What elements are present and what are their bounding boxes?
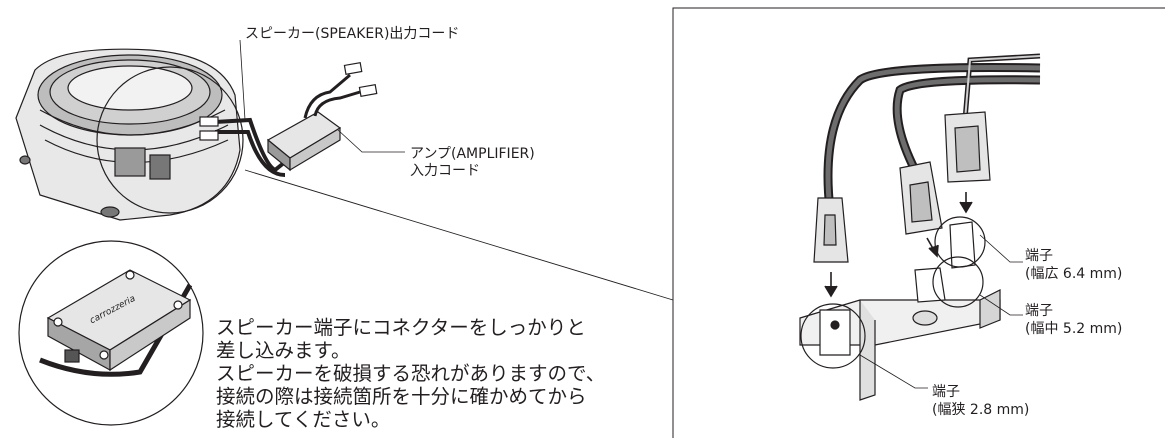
instruction-line-5: 接続してください。 <box>216 408 391 431</box>
terminal-medium-size: (幅中 5.2 mm) <box>1025 321 1123 337</box>
speaker-output-cord-label: スピーカー(SPEAKER)出力コード <box>245 26 460 42</box>
network-box <box>266 111 342 172</box>
instruction-line-1: スピーカー端子にコネクターをしっかりと <box>216 316 586 339</box>
instruction-line-3: スピーカーを破損する恐れがありますので、 <box>216 362 606 385</box>
instruction-text: スピーカー端子にコネクターをしっかりと 差し込みます。 スピーカーを破損する恐れ… <box>216 316 605 431</box>
terminal-wide-size: (幅広 6.4 mm) <box>1025 266 1123 282</box>
module-closeup <box>46 269 192 372</box>
connector-wide <box>944 111 991 183</box>
amp-input-cord-label-line2: 入力コード <box>410 163 480 179</box>
zoom-circle-top <box>96 66 244 214</box>
zoom-circle-bottom <box>18 240 204 426</box>
terminal-bracket <box>799 221 1001 401</box>
terminal-narrow-label: 端子 <box>932 384 960 400</box>
terminal-wide-label: 端子 <box>1025 248 1053 264</box>
insert-arrows <box>824 192 973 298</box>
instruction-line-2: 差し込みます。 <box>216 339 351 362</box>
instruction-line-4: 接続の際は接続箇所を十分に確かめてから <box>216 385 587 408</box>
connector-narrow <box>813 197 849 263</box>
terminal-narrow-size: (幅狭 2.8 mm) <box>932 402 1030 418</box>
connector-medium <box>899 161 943 235</box>
amp-input-cord-label-line1: アンプ(AMPLIFIER) <box>410 146 535 162</box>
right-panel-frame <box>672 7 1165 438</box>
terminal-medium-label: 端子 <box>1025 303 1053 319</box>
